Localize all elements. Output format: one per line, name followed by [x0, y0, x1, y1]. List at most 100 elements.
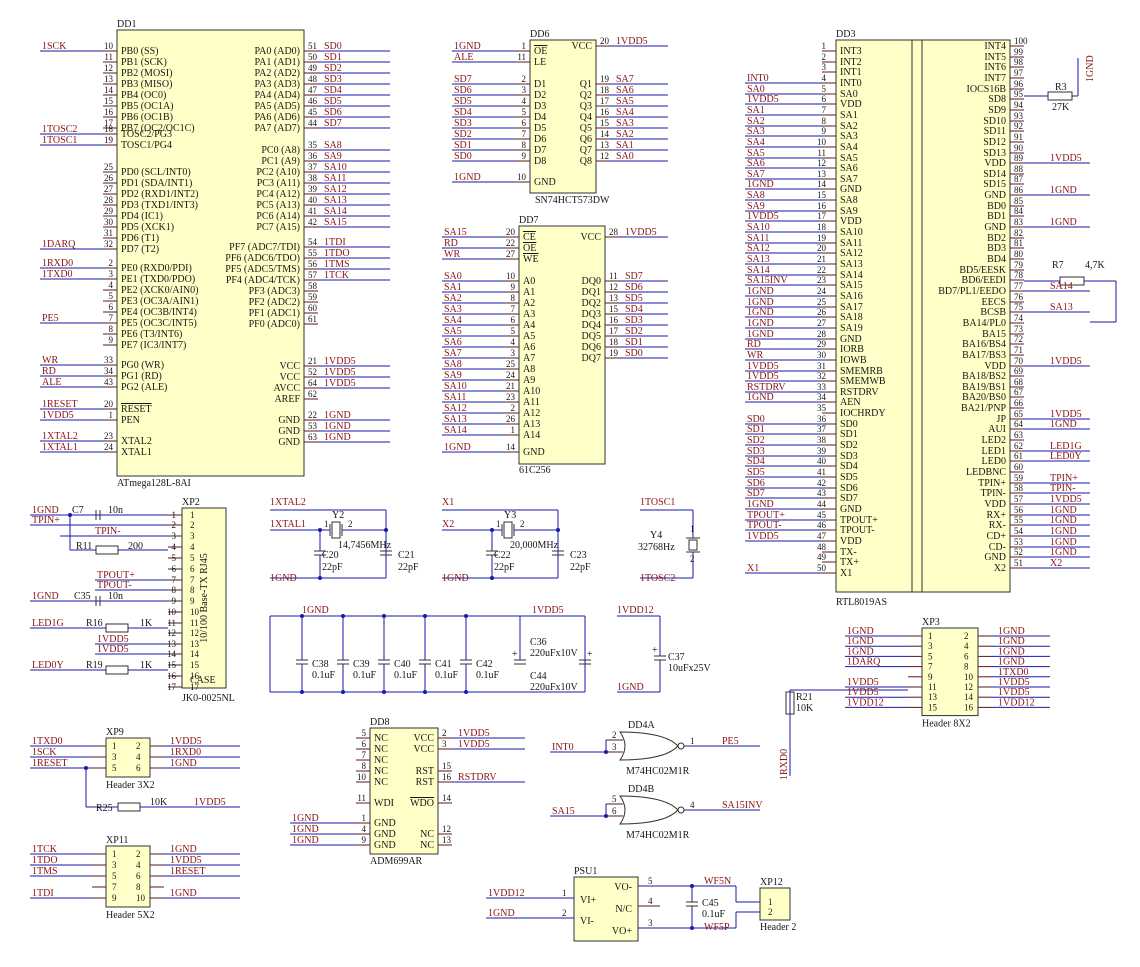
net-label: SA2: [747, 116, 765, 127]
pin-number: 1: [562, 888, 567, 898]
pin-number: 42: [308, 217, 317, 227]
pin-number: 55: [308, 248, 318, 258]
net-label: SA5: [616, 96, 634, 107]
pin-label: RX+: [986, 510, 1006, 521]
pin-label: RST: [416, 766, 434, 777]
pin-label: AEN: [840, 397, 861, 408]
pin-label: 13: [190, 639, 200, 649]
pin-number: 16: [442, 772, 452, 782]
pin-number: 4: [522, 96, 527, 106]
pin-label: TOSC2/PG3: [121, 129, 172, 140]
net-label: 1VDD12: [847, 697, 884, 708]
net-label: SD5: [454, 96, 472, 107]
c7-value: 10n: [108, 505, 123, 516]
net-label: 1GND: [170, 888, 197, 899]
pin-label: EECS: [982, 297, 1006, 308]
pin-number: 58: [308, 281, 318, 291]
pin-number: 2: [612, 730, 617, 740]
net-label: 1XTAL2: [42, 431, 78, 442]
cap-ref: C39: [353, 659, 370, 670]
pin-label: PA3 (AD3): [255, 79, 300, 90]
net-label: 1VDD5: [324, 378, 356, 389]
pin-number: 67: [1014, 387, 1024, 397]
pin-label: 10: [190, 607, 200, 617]
pin-number: 13: [167, 639, 177, 649]
net-label: SD6: [625, 282, 643, 293]
net-label: 1RXD0: [170, 747, 201, 758]
pin-label: PA2 (AD2): [255, 68, 300, 79]
xp3-header-ref: XP3: [922, 617, 940, 628]
net-label: 1VDD5: [847, 687, 879, 698]
pin-number: 78: [1014, 270, 1024, 280]
pin-label: VCC: [413, 733, 434, 744]
pin-label: DQ2: [582, 298, 601, 309]
pin-number: 3: [822, 62, 827, 72]
pin-label: INT0: [840, 78, 862, 89]
pin-label: PE5 (OC3C/INT5): [121, 318, 197, 329]
pin-number: 57: [308, 270, 318, 280]
pin-label: SD4: [840, 461, 858, 472]
pin-label: IORB: [840, 344, 864, 355]
net-label: 1VDD5: [458, 739, 490, 750]
pin-label: LEDBNC: [966, 467, 1006, 478]
pin-label: SD10: [983, 116, 1006, 127]
pin-number: 26: [506, 414, 516, 424]
pin-number: 27: [506, 249, 516, 259]
pin-label: SA4: [840, 142, 858, 153]
pin-number: 16: [609, 315, 619, 325]
pin-label: PF2 (ADC2): [249, 297, 300, 308]
pin-number: 2: [964, 631, 969, 641]
pin-number: 12: [609, 282, 618, 292]
net-label: LED0Y: [32, 660, 64, 671]
net-label: RD: [42, 366, 56, 377]
pin-number: 1: [768, 897, 773, 907]
pin-number: 44: [308, 118, 318, 128]
pin-label: LED0: [982, 456, 1006, 467]
net-label: SA3: [444, 304, 462, 315]
pin-label: A1: [523, 287, 535, 298]
pin-label: CE: [523, 232, 536, 243]
pin-label: A4: [523, 320, 535, 331]
pin-label: D3: [534, 101, 546, 112]
net-label: 1TCK: [32, 844, 58, 855]
pin-label: VCC: [279, 372, 300, 383]
pin-number: 60: [1014, 462, 1024, 472]
xp9-header-part: Header 3X2: [106, 780, 155, 791]
pin-number: 56: [1014, 505, 1024, 515]
junction: [84, 766, 88, 770]
pin-label: Q3: [580, 101, 592, 112]
net-label: 1VDD5: [458, 728, 490, 739]
pin-number: 44: [817, 499, 827, 509]
net-label: SA15: [324, 217, 347, 228]
net-label: SA15INV: [747, 275, 788, 286]
pin-number: 34: [817, 392, 827, 402]
pin-number: 21: [506, 381, 515, 391]
dd3-rtl8019: [835, 39, 1011, 593]
net-label: 1GND: [747, 179, 774, 190]
xp12-part: Header 2: [760, 922, 796, 933]
pin-number: 61: [308, 314, 317, 324]
pin-label: OE: [534, 46, 547, 57]
pin-number: 36: [817, 414, 827, 424]
pin-label: PC6 (A14): [256, 211, 300, 222]
pin-number: 6: [522, 118, 527, 128]
pin-number: 48: [308, 74, 318, 84]
pin-number: 10: [517, 172, 527, 182]
net-label: 1GND: [292, 835, 319, 846]
net-label: 1GND: [324, 432, 351, 443]
pin-number: 19: [817, 233, 827, 243]
pin-number: 32: [817, 371, 826, 381]
pin-label: PD4 (IC1): [121, 211, 163, 222]
c44-ref: C44: [530, 671, 547, 682]
pin-label: NC: [374, 744, 388, 755]
pin-label: PE7 (IC3/INT7): [121, 340, 186, 351]
pin-number: 8: [511, 293, 516, 303]
r19-resistor: [105, 665, 129, 675]
y3-c2: C23: [570, 550, 587, 561]
y2-ref: Y2: [332, 510, 344, 521]
net-label: 1TDI: [324, 237, 346, 248]
pin-label: GND: [374, 829, 396, 840]
pin-label: BA20/BS0: [962, 392, 1006, 403]
pin-number: 34: [104, 366, 114, 376]
pin-number: 40: [308, 195, 318, 205]
